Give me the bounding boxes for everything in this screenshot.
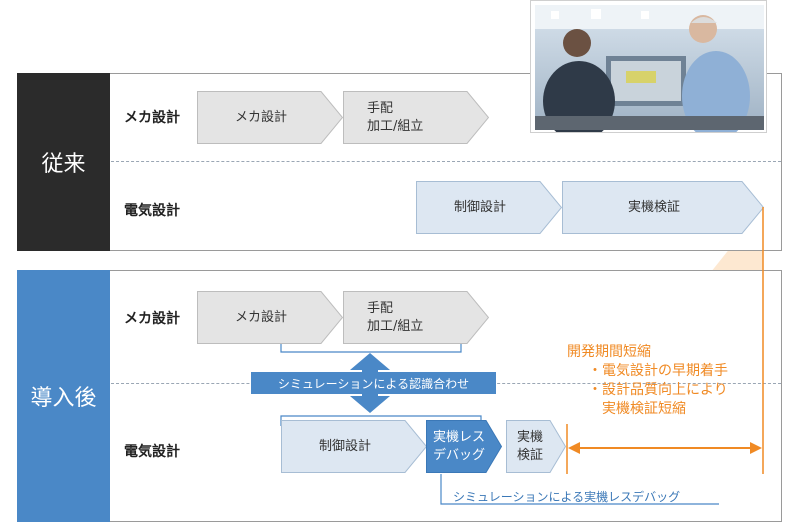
step-label: メカ設計 <box>234 309 287 325</box>
introduction-control-design-step: 制御設計 <box>281 420 427 473</box>
introduction-machine-verification-step: 実機 検証 <box>506 420 566 473</box>
conventional-control-design-step: 制御設計 <box>416 181 562 234</box>
engineers-photo <box>530 0 767 133</box>
conventional-mech-design-step: メカ設計 <box>197 91 343 144</box>
arrow-right-icon <box>750 442 762 454</box>
step-label: 手配 加工/組立 <box>367 100 424 134</box>
conventional-fabrication-step: 手配 加工/組立 <box>343 91 489 144</box>
benefit-title: 開発期間短縮 <box>567 344 651 360</box>
introduction-mech-design-step: メカ設計 <box>197 291 343 344</box>
introduction-label: 導入後 <box>17 270 110 522</box>
step-label: 実機検証 <box>627 199 680 215</box>
step-label: 制御設計 <box>318 438 371 454</box>
step-label: 実機 検証 <box>516 429 543 463</box>
arrow-left-icon <box>568 442 580 454</box>
step-label: 制御設計 <box>453 199 506 215</box>
introduction-mech-row-label: メカ設計 <box>124 311 180 327</box>
introduction-fabrication-step: 手配 加工/組立 <box>343 291 489 344</box>
conventional-divider <box>111 161 781 162</box>
benefit-point-2: ・設計品質向上により <box>588 382 728 398</box>
sync-callout: シミュレーションによる認識合わせ <box>251 372 496 394</box>
introduction-virtual-debug-step: 実機レス デバッグ <box>426 420 502 473</box>
step-label: 実機レス デバッグ <box>432 429 485 463</box>
conventional-elec-row-label: 電気設計 <box>124 203 180 219</box>
conventional-mech-row-label: メカ設計 <box>124 110 180 126</box>
benefit-point-3: 実機検証短縮 <box>602 401 686 417</box>
introduction-elec-row-label: 電気設計 <box>124 444 180 460</box>
conventional-machine-verification-step: 実機検証 <box>562 181 764 234</box>
step-label: メカ設計 <box>234 109 287 125</box>
benefit-point-1: ・電気設計の早期着手 <box>588 363 728 379</box>
conventional-label: 従来 <box>17 73 110 251</box>
engineers-at-workstation-photo-icon <box>535 5 764 132</box>
step-label: 手配 加工/組立 <box>367 300 424 334</box>
debug-note: シミュレーションによる実機レスデバッグ <box>453 490 681 504</box>
